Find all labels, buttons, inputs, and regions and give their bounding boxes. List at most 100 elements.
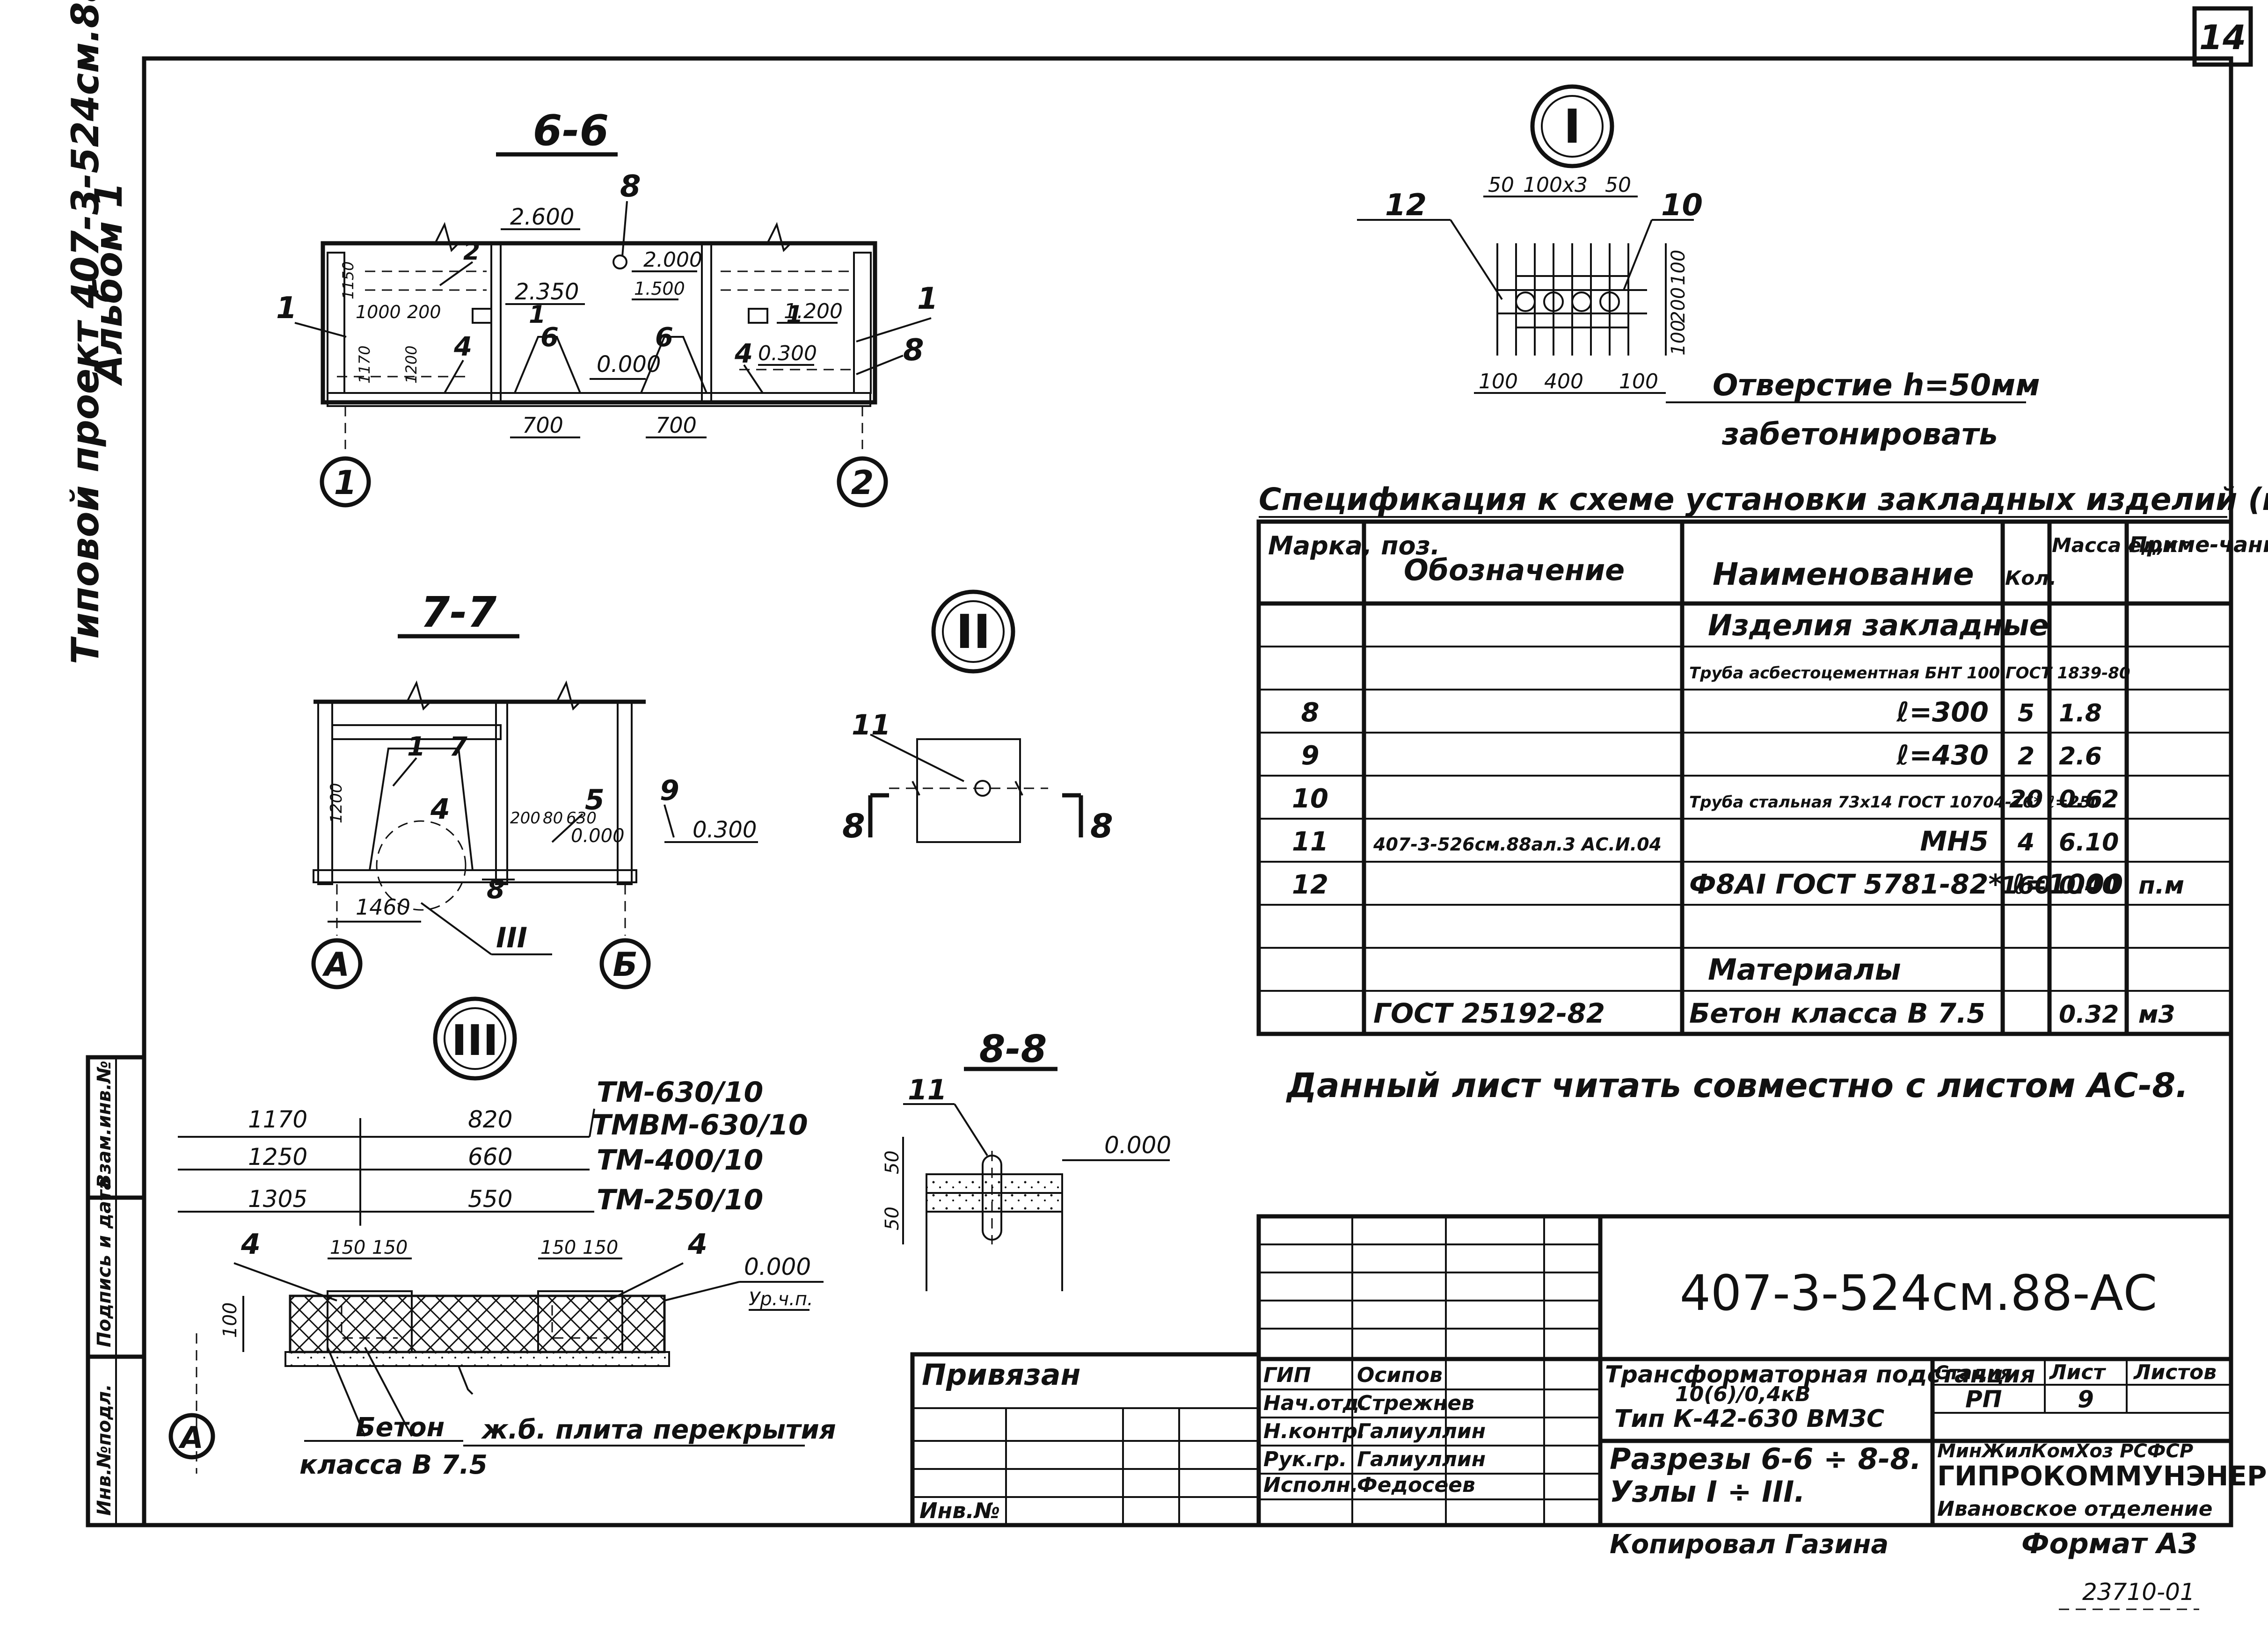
dim-200-77: 200: [510, 809, 540, 828]
spec-cell-qty: 4: [2017, 829, 2035, 857]
pos6-left: 6: [540, 322, 559, 353]
dim-1200-77: 1200: [327, 783, 346, 823]
spec-table: Спецификация к схеме установки закладных…: [1256, 481, 2268, 1036]
level-2600: 2.600: [510, 204, 574, 230]
copied-by: Копировал Газина: [1610, 1529, 1889, 1560]
node-II-title: II: [956, 604, 991, 659]
dim-700a: 700: [522, 413, 563, 438]
side-title: Типовой проект 407-3-524см.88 Альбом 1: [64, 0, 131, 664]
spec-cell-mass: 1.8: [2059, 699, 2102, 727]
dim-100a-bottom: 100: [1479, 370, 1518, 393]
org-line2: ГИПРОКОММУНЭНЕРГО: [1937, 1460, 2268, 1492]
level-1200: 1.200: [784, 299, 843, 323]
spec-cell-note: м3: [2138, 1001, 2175, 1029]
pos1-mid-a: 1: [529, 301, 546, 329]
row3-type: ТМ-400/10: [597, 1144, 763, 1177]
level-0300: 0.300: [758, 342, 817, 365]
format-label: Формат А3: [2021, 1527, 2198, 1560]
spec-cell-name: ℓ=430: [1896, 739, 1989, 771]
side-title-line2: Альбом 1: [87, 182, 131, 386]
spec-cell-note: п.м: [2138, 872, 2184, 900]
row1-left: 1170: [248, 1106, 307, 1133]
list-header: Лист: [2049, 1360, 2106, 1384]
pos1-mid-b: 1: [786, 301, 803, 329]
org-line3: Ивановское отделение: [1937, 1497, 2212, 1521]
dim-400-bottom: 400: [1544, 370, 1583, 393]
spec-cell-mark: 9: [1301, 741, 1320, 771]
row2-type: ТМВМ-630/10: [592, 1109, 808, 1141]
lists-header: Листов: [2133, 1360, 2217, 1384]
spec-cell-designation: ГОСТ 25192-82: [1373, 997, 1605, 1029]
dim-1200v: 1200: [402, 346, 420, 384]
dim-50b-88: 50: [882, 1207, 903, 1230]
stage-header: Стадия: [1935, 1362, 2013, 1384]
stamp-vzam: Взам.инв.№: [94, 1061, 115, 1188]
list-value: 9: [2078, 1386, 2094, 1413]
axis-A-label: А: [322, 945, 350, 984]
dim-150d-III: 150: [583, 1237, 618, 1258]
dim-1460: 1460: [356, 894, 410, 920]
hdr-designation: Обозначение: [1404, 553, 1625, 587]
pos6-right: 6: [655, 322, 673, 353]
staff-role: ГИП: [1263, 1363, 1311, 1387]
spec-cell-mass: 0.32: [2059, 1001, 2119, 1029]
hdr-mark: Марка, поз.: [1268, 531, 1440, 560]
row4-type: ТМ-250/10: [597, 1184, 763, 1216]
privyazan-label: Привязан: [922, 1358, 1080, 1392]
node-I-note-line1: Отверстие h=50мм: [1713, 368, 2040, 403]
hdr-qty: Кол.: [2005, 567, 2057, 589]
pos7-label: 7: [449, 732, 467, 762]
node-II: II 11 8 8: [842, 589, 1113, 845]
row4-right: 550: [468, 1185, 512, 1213]
level-0300-77: 0.300: [693, 817, 757, 843]
row1-right: 820: [468, 1106, 512, 1133]
section-8-8: 8-8 11 0.000 50 50: [882, 1027, 1171, 1291]
slab-label: ж.б. плита перекрытия: [481, 1415, 836, 1445]
pos9-label-77: 9: [660, 774, 679, 807]
dim-1000: 1000: [356, 302, 401, 322]
sheet-note: Данный лист читать совместно с листом АС…: [1286, 1066, 2188, 1105]
dim-630-77: 630: [566, 809, 597, 828]
staff-name: Галиуллин: [1357, 1419, 1486, 1443]
dim-50a-88: 50: [882, 1150, 903, 1174]
dim-200: 200: [407, 302, 441, 322]
level-0000-88: 0.000: [1104, 1132, 1171, 1159]
axis-2-label: 2: [851, 464, 874, 502]
spec-cell-designation: 407-3-526см.88ал.3 АС.И.04: [1373, 834, 1662, 855]
spec-cell-qty: 2: [2018, 742, 2035, 771]
stage-value: РП: [1965, 1386, 2002, 1413]
spec-cell-mark: 10: [1292, 784, 1328, 814]
side-stamp-strip: Инв.№подл. Подпись и дата Взам.инв.№: [86, 1055, 146, 1527]
section-8-8-title: 8-8: [979, 1027, 1047, 1071]
dim-v200: 200: [1668, 287, 1689, 323]
pos1-label-77: 1: [407, 732, 425, 762]
axis-B-label: Б: [613, 945, 637, 984]
concrete-line1: Бетон: [356, 1412, 445, 1443]
cut-8-left: 8: [842, 807, 865, 845]
dim-80-77: 80: [543, 809, 563, 828]
staff-role: Н.контр.: [1263, 1419, 1365, 1443]
dim-150a-III: 150: [330, 1237, 365, 1258]
spec-cell-qty: 160: [2001, 872, 2052, 900]
pos10-label: 10: [1661, 188, 1703, 223]
pos5-label-77: 5: [585, 784, 605, 816]
spec-cell-mark: 11: [1292, 827, 1328, 857]
spec-cell-qty: 5: [2018, 699, 2035, 727]
pos1-left: 1: [276, 291, 297, 326]
node-III: III 1170 820 ТМ-630/10 ТМВМ-630/10 1250 …: [168, 996, 836, 1480]
dim-50b: 50: [1605, 173, 1631, 197]
spec-cell-mass: 0.62: [2059, 785, 2119, 814]
level-note-III: Ур.ч.п.: [749, 1288, 813, 1310]
pos2-label: 2: [463, 238, 480, 266]
project-line1: Трансформаторная подстанция: [1605, 1361, 2035, 1388]
level-0000-III: 0.000: [744, 1253, 811, 1280]
dim-150b-III: 150: [372, 1237, 408, 1258]
spec-title: Спецификация к схеме установки закладных…: [1259, 481, 2268, 517]
project-line3: Тип К-42-630 ВМЗС: [1614, 1405, 1884, 1433]
level-2350: 2.350: [515, 279, 579, 305]
dim-700b: 700: [656, 413, 697, 438]
sheet-number: 14: [2199, 18, 2246, 57]
